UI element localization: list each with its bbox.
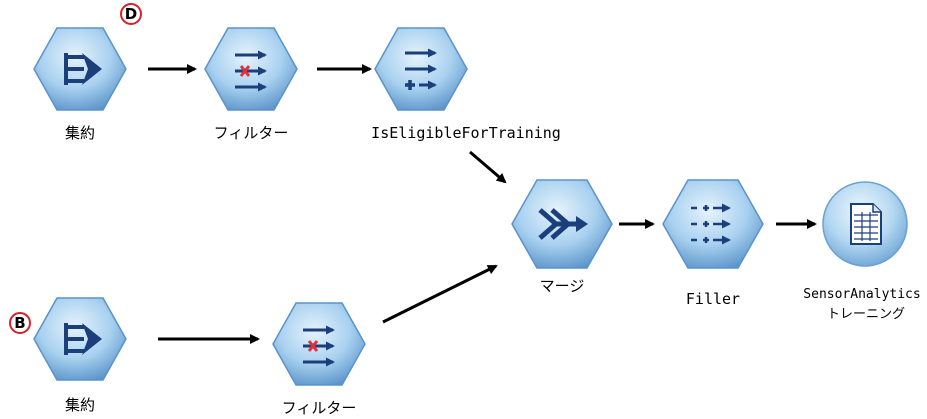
node-filter-top[interactable] bbox=[204, 27, 298, 111]
filter-icon bbox=[235, 50, 267, 92]
node-filler[interactable] bbox=[662, 179, 764, 269]
connector-filter-to-merge bbox=[382, 264, 498, 324]
node-aggregate-bottom[interactable] bbox=[33, 297, 127, 381]
node-table-output[interactable] bbox=[822, 181, 908, 267]
derive-icon bbox=[405, 48, 437, 90]
node-filter-bottom[interactable] bbox=[272, 302, 366, 386]
svg-text:B: B bbox=[14, 314, 25, 332]
connector-derive-to-merge bbox=[469, 150, 507, 184]
filter-icon bbox=[303, 325, 335, 367]
merge-icon bbox=[538, 208, 588, 240]
filler-icon bbox=[691, 203, 731, 245]
badge-d: D bbox=[120, 3, 142, 25]
node-derive-iseligible[interactable] bbox=[374, 27, 468, 111]
node-aggregate-top[interactable] bbox=[33, 27, 127, 111]
label-merge: マージ bbox=[540, 277, 585, 295]
label-table-output-line1: SensorAnalytics bbox=[803, 287, 920, 302]
label-filter-top: フィルター bbox=[214, 124, 289, 142]
label-table-output-line2: トレーニング bbox=[827, 307, 905, 322]
table-icon bbox=[850, 203, 882, 245]
badge-b: B bbox=[9, 312, 31, 334]
connectors bbox=[148, 64, 817, 344]
label-aggregate-top: 集約 bbox=[65, 124, 95, 142]
aggregate-icon bbox=[64, 323, 102, 355]
aggregate-icon bbox=[64, 53, 102, 85]
node-merge[interactable] bbox=[511, 179, 613, 269]
label-derive-iseligible: IsEligibleForTraining bbox=[371, 124, 561, 142]
label-filter-bottom: フィルター bbox=[282, 399, 357, 417]
label-aggregate-bottom: 集約 bbox=[65, 396, 95, 414]
svg-text:D: D bbox=[125, 5, 137, 23]
label-filler: Filler bbox=[686, 290, 740, 308]
